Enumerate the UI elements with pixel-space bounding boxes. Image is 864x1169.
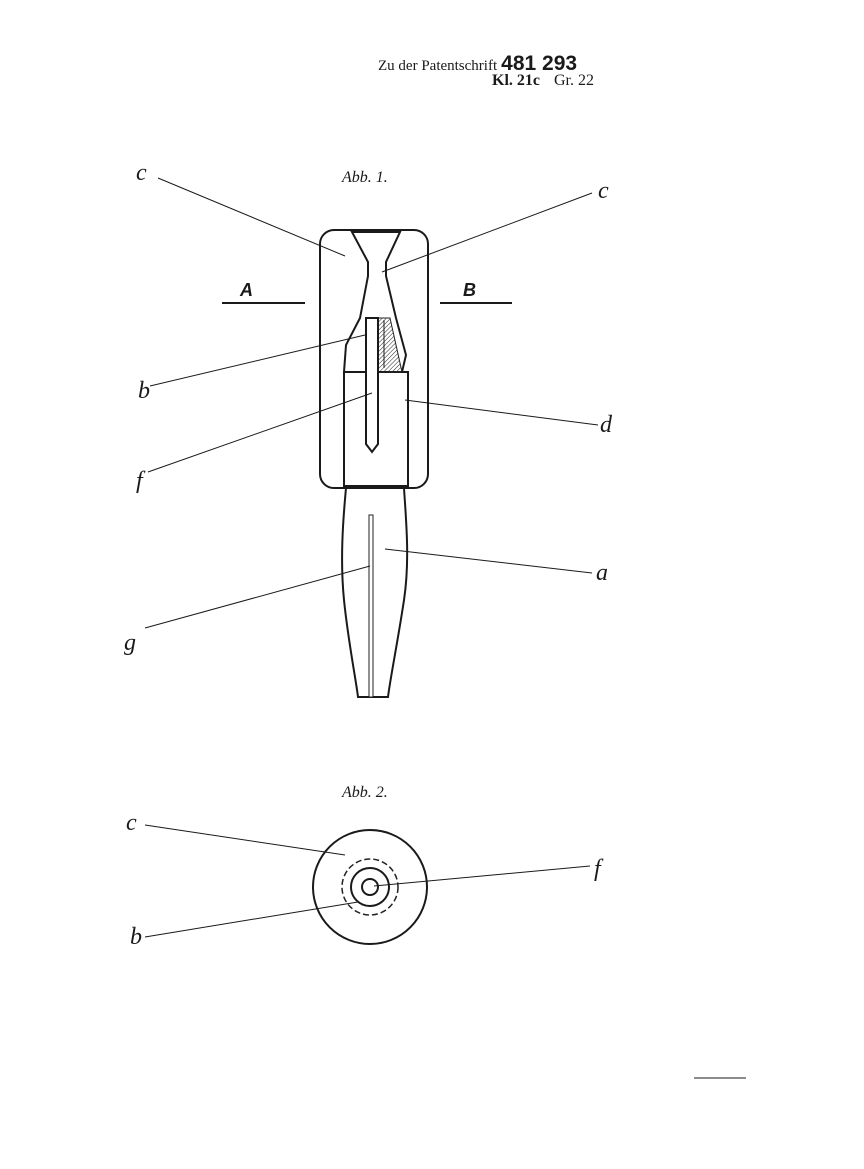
leader-b: [149, 334, 366, 387]
figure-2: Abb. 2. c f b: [126, 784, 604, 950]
header-prefix: Zu der Patentschrift: [378, 58, 498, 74]
label-b: b: [130, 924, 142, 950]
figure-1-caption: Abb. 1.: [341, 169, 388, 186]
leader-f: [147, 392, 373, 473]
cross-section-channel-f: [361, 878, 379, 896]
patent-number: 481 293: [501, 52, 578, 75]
label-d: d: [600, 412, 613, 438]
section-label-a: A: [239, 280, 253, 300]
leader-d: [404, 399, 599, 426]
label-b: b: [138, 378, 150, 404]
leader-f: [373, 865, 591, 887]
section-label-b: B: [463, 280, 476, 300]
patent-group: Gr. 22: [554, 72, 594, 89]
leader-c-right: [381, 192, 593, 273]
label-c: c: [126, 810, 137, 836]
leader-a: [384, 548, 593, 574]
label-g: g: [124, 630, 136, 656]
leader-c-left: [157, 177, 346, 257]
leader-b: [144, 901, 359, 938]
leader-c: [144, 824, 346, 856]
patent-class: Kl. 21c: [492, 72, 540, 89]
channel-f: [365, 317, 379, 454]
leader-g: [144, 565, 371, 629]
patent-classification: Kl. 21c Gr. 22: [492, 72, 594, 90]
label-f: f: [594, 856, 604, 882]
slit-g: [368, 514, 374, 698]
label-c-right: c: [598, 178, 609, 204]
shank-a: [341, 487, 409, 698]
label-c-left: c: [136, 160, 147, 186]
label-f: f: [136, 468, 146, 494]
figure-2-caption: Abb. 2.: [341, 784, 388, 801]
figure-1: Abb. 1. A B c c b d f a g: [124, 160, 613, 698]
label-a: a: [596, 560, 608, 586]
